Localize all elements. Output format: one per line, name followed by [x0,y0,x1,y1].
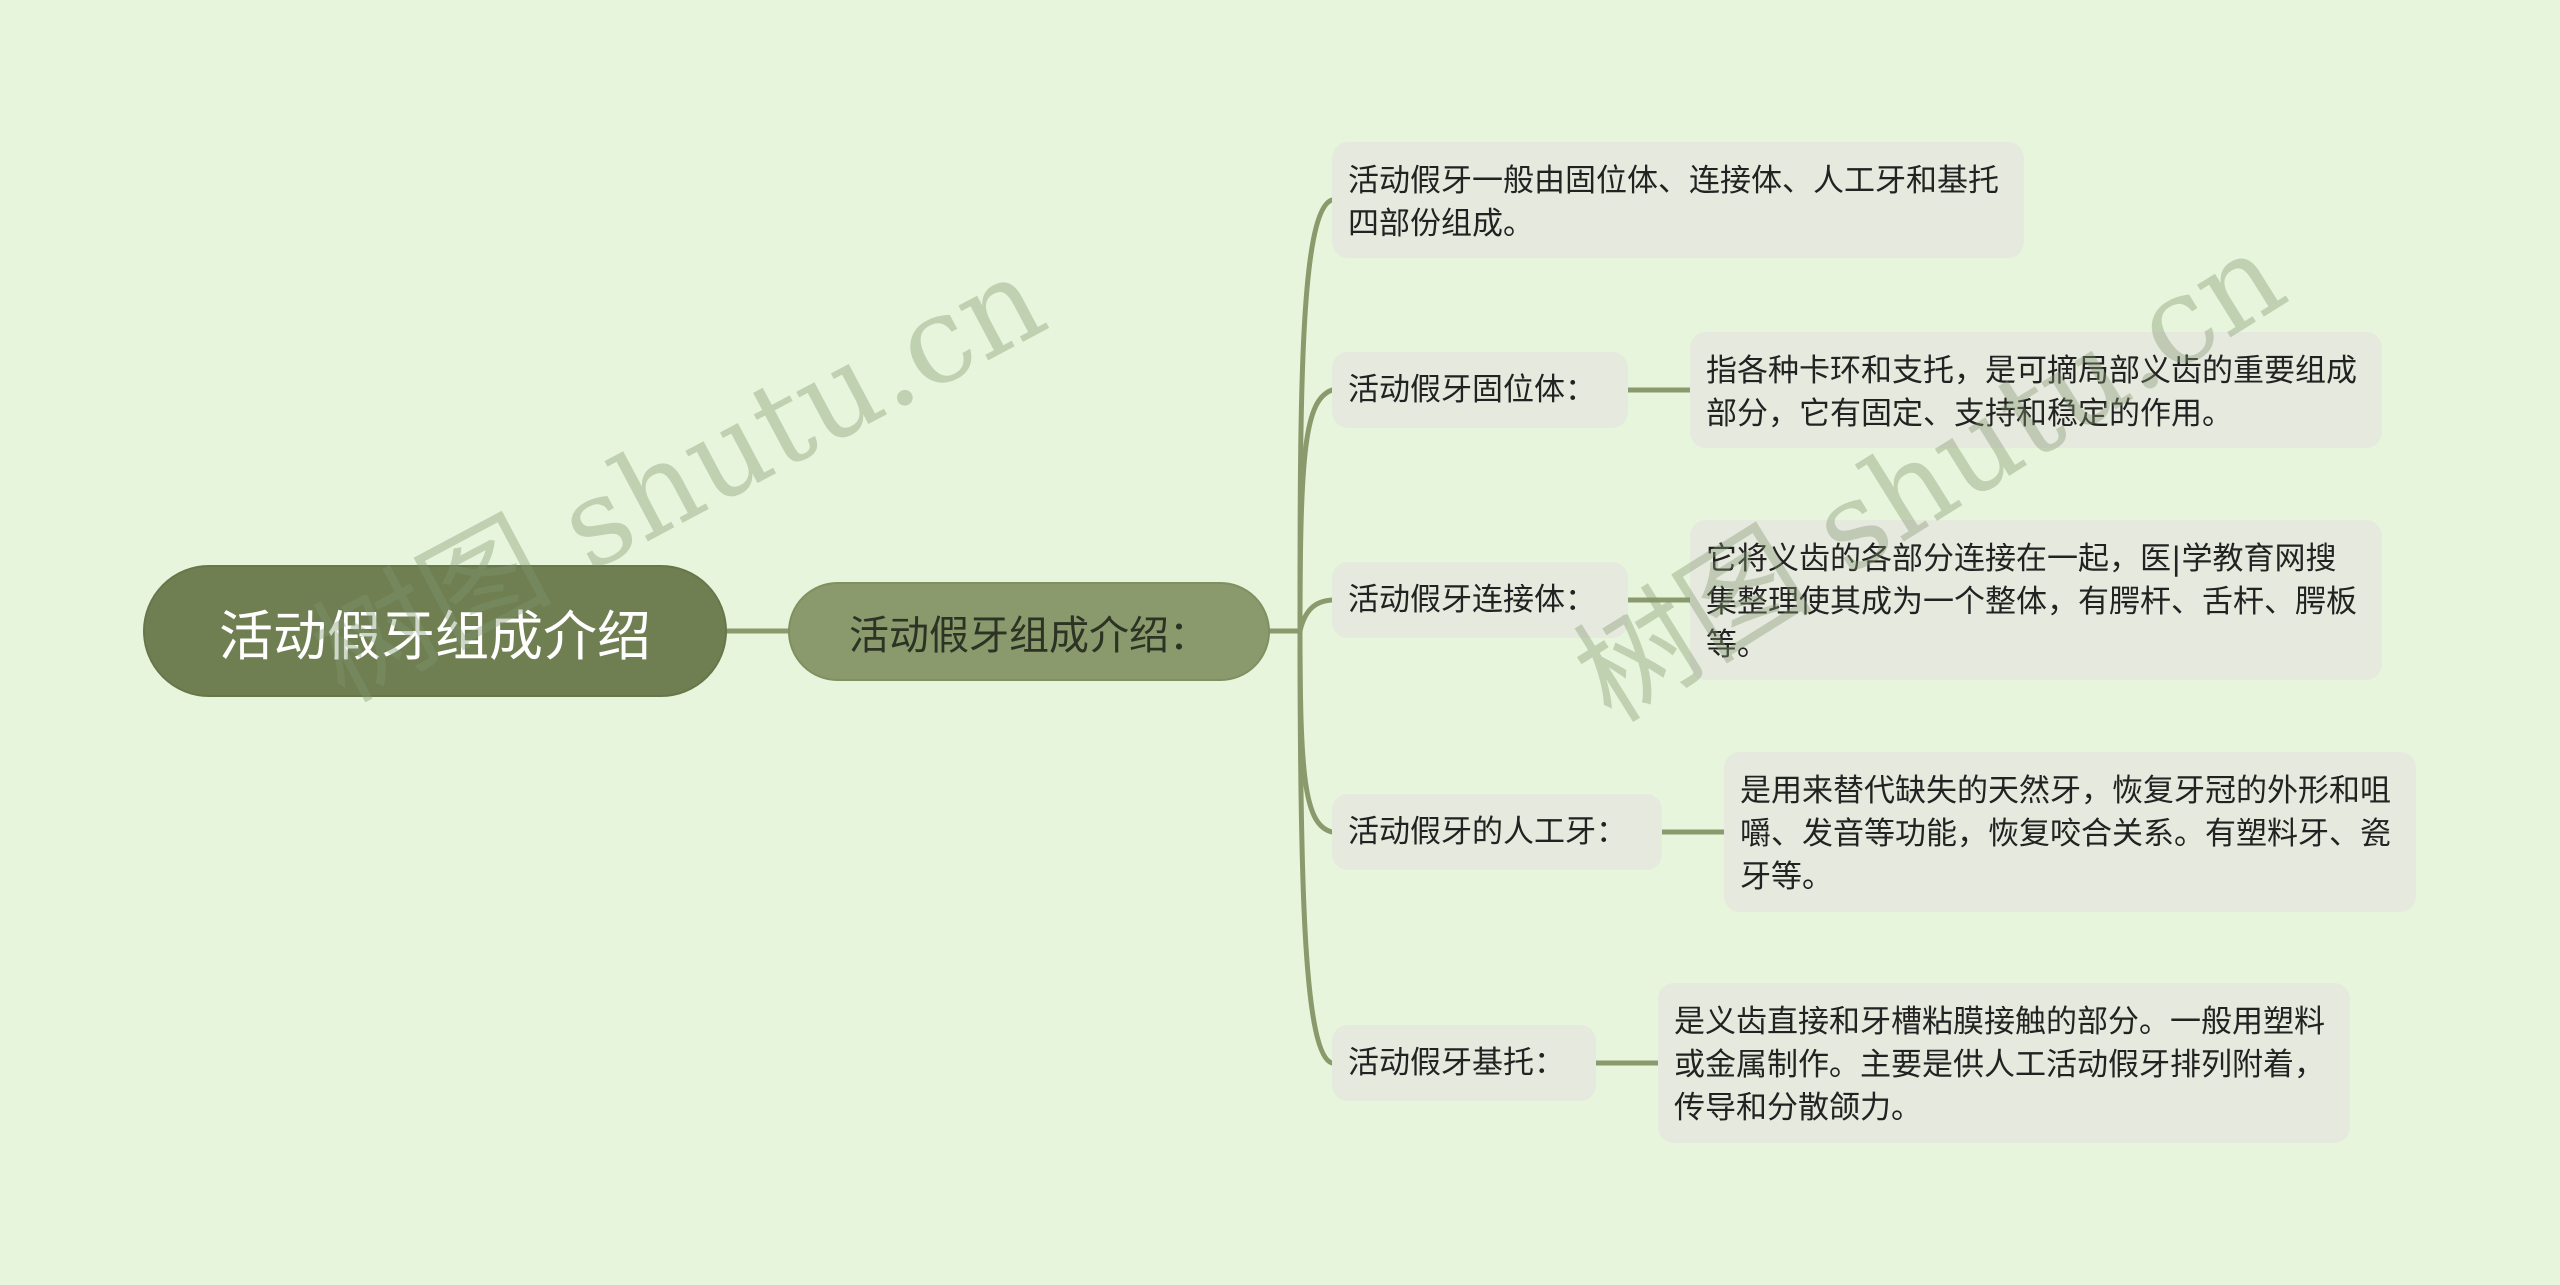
detail-text: 是义齿直接和牙槽粘膜接触的部分。一般用塑料或金属制作。主要是供人工活动假牙排列附… [1674,1004,2325,1126]
branch-label: 活动假牙的人工牙： [1348,813,1627,850]
root-node[interactable]: 活动假牙组成介绍 [143,565,727,697]
branch-node-base[interactable]: 活动假牙基托： [1332,1025,1596,1101]
branch-label: 活动假牙基托： [1348,1044,1565,1081]
detail-node-artificial-teeth[interactable]: 是用来替代缺失的天然牙，恢复牙冠的外形和咀嚼、发音等功能，恢复咬合关系。有塑料牙… [1724,752,2416,912]
branch-node-connector[interactable]: 活动假牙连接体： [1332,562,1628,638]
branch-node-retainer[interactable]: 活动假牙固位体： [1332,352,1628,428]
level1-node[interactable]: 活动假牙组成介绍： [788,582,1270,681]
root-label: 活动假牙组成介绍 [219,604,651,668]
detail-text: 是用来替代缺失的天然牙，恢复牙冠的外形和咀嚼、发音等功能，恢复咬合关系。有塑料牙… [1740,773,2391,895]
branch-node-artificial-teeth[interactable]: 活动假牙的人工牙： [1332,794,1662,870]
detail-node-base[interactable]: 是义齿直接和牙槽粘膜接触的部分。一般用塑料或金属制作。主要是供人工活动假牙排列附… [1658,983,2350,1143]
detail-text: 它将义齿的各部分连接在一起，医|学教育网搜集整理使其成为一个整体，有腭杆、舌杆、… [1706,541,2357,663]
branch-label: 活动假牙固位体： [1348,371,1596,408]
detail-text: 指各种卡环和支托，是可摘局部义齿的重要组成部分，它有固定、支持和稳定的作用。 [1706,353,2357,432]
level1-label: 活动假牙组成介绍： [849,612,1209,659]
detail-node-connector[interactable]: 它将义齿的各部分连接在一起，医|学教育网搜集整理使其成为一个整体，有腭杆、舌杆、… [1690,520,2382,680]
branch-label: 活动假牙一般由固位体、连接体、人工牙和基托四部份组成。 [1348,163,1999,242]
branch-node-summary[interactable]: 活动假牙一般由固位体、连接体、人工牙和基托四部份组成。 [1332,142,2024,258]
detail-node-retainer[interactable]: 指各种卡环和支托，是可摘局部义齿的重要组成部分，它有固定、支持和稳定的作用。 [1690,332,2382,448]
branch-label: 活动假牙连接体： [1348,581,1596,618]
